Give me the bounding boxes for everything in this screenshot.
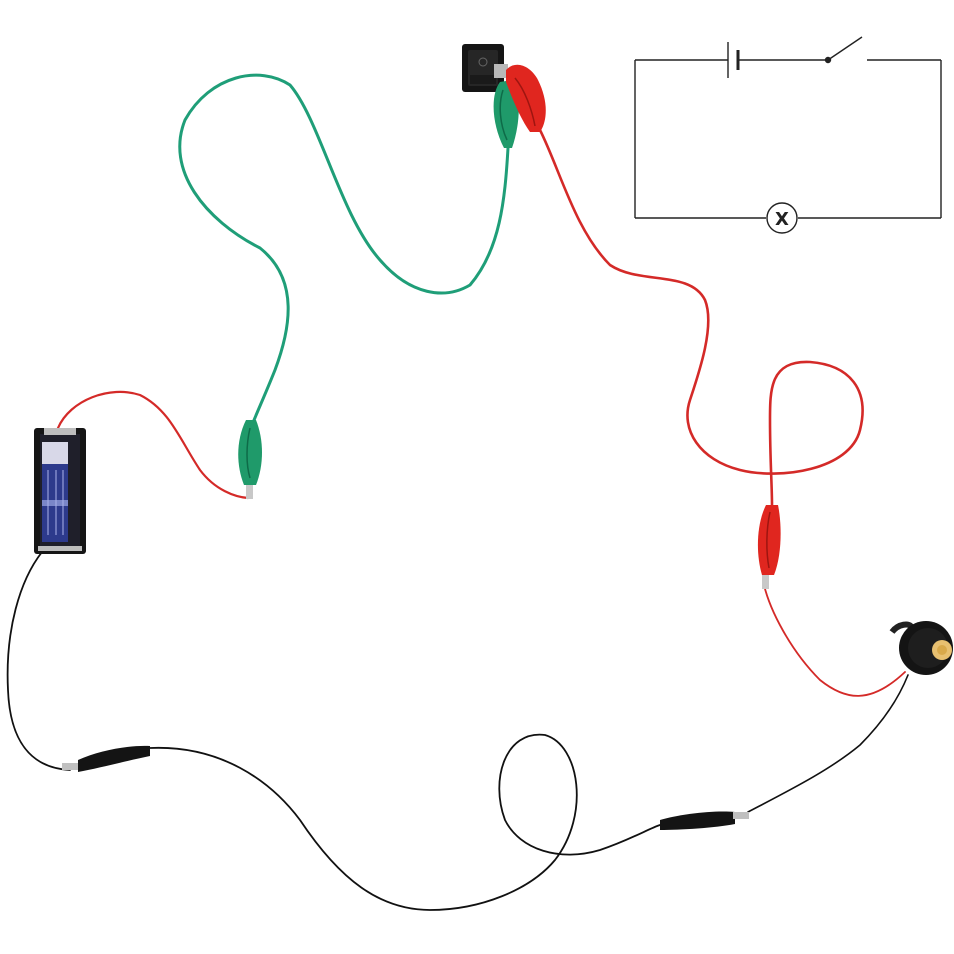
green-wire bbox=[178, 73, 510, 427]
red-wire-buzzer bbox=[763, 584, 906, 697]
red-wire-switch bbox=[538, 128, 864, 507]
schematic-switch-lever bbox=[827, 36, 863, 61]
black-clip-left bbox=[62, 745, 150, 772]
green-clip-lower bbox=[238, 420, 262, 499]
schematic-lamp-label: X bbox=[775, 209, 789, 230]
black-clip-right bbox=[660, 811, 749, 830]
red-clip-lower bbox=[757, 505, 781, 589]
black-wire-buzzer bbox=[747, 674, 909, 813]
circuit-schematic bbox=[634, 36, 942, 234]
battery-holder bbox=[34, 428, 86, 554]
rocker-switch bbox=[462, 44, 508, 92]
red-wire-battery bbox=[56, 390, 250, 500]
red-clip-switch bbox=[506, 64, 546, 132]
black-wire-long bbox=[149, 733, 661, 911]
schematic-lamp bbox=[766, 202, 798, 234]
buzzer bbox=[889, 621, 953, 675]
black-wire-battery bbox=[6, 551, 71, 771]
